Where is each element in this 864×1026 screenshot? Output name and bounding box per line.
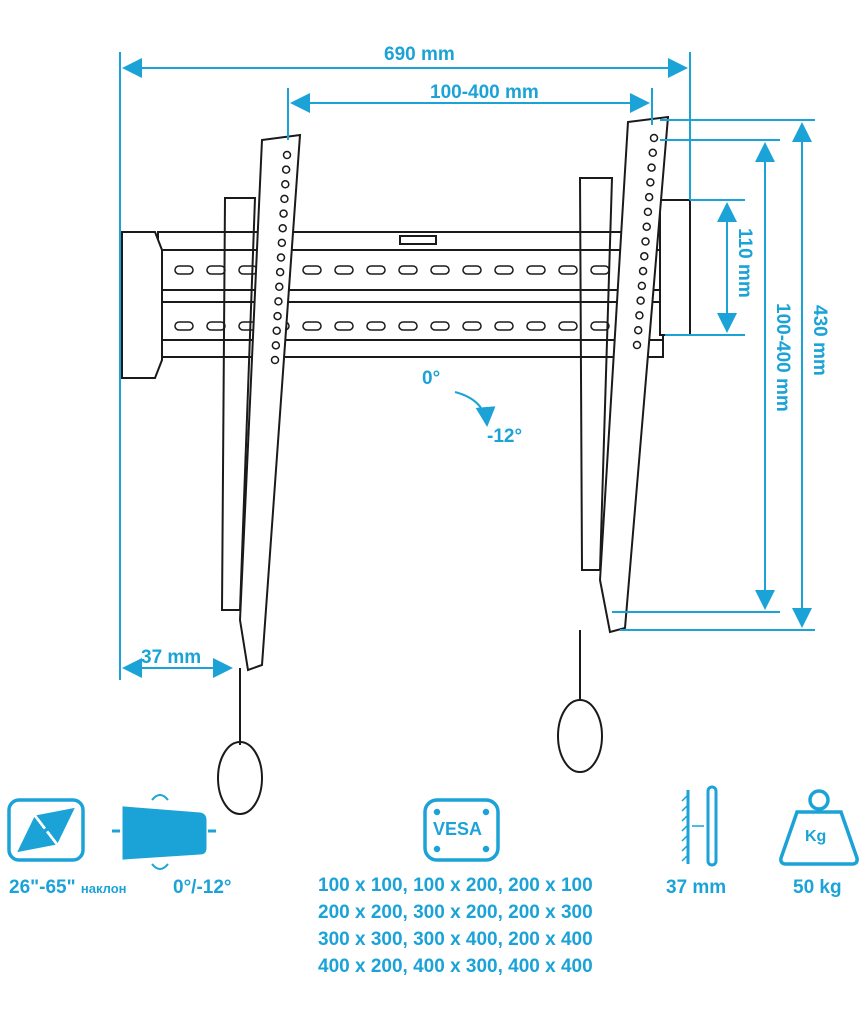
arm-hole xyxy=(638,266,648,276)
mounting-slot xyxy=(558,265,578,275)
vesa-icon-label: VESA xyxy=(433,819,483,839)
wall-distance-label: 37 mm xyxy=(141,647,202,668)
arm-hole xyxy=(643,207,653,217)
tilt-icon xyxy=(112,794,216,870)
mounting-slot xyxy=(366,321,386,331)
arm-hole xyxy=(637,281,647,291)
mounting-slot xyxy=(430,265,450,275)
arm-hole xyxy=(649,133,659,143)
arm-hole xyxy=(271,341,281,350)
arm-hole xyxy=(640,252,649,261)
weight-icon xyxy=(779,789,859,866)
tilt-end-label: -12° xyxy=(487,426,523,447)
arm-hole xyxy=(275,267,285,277)
mounting-slot xyxy=(398,321,418,331)
mounting-slot xyxy=(590,265,610,275)
mounting-slot xyxy=(430,321,450,331)
arm-hole xyxy=(635,311,644,320)
mounting-slot xyxy=(206,321,226,331)
mounting-slot xyxy=(462,321,482,331)
total-width-label: 690 mm xyxy=(384,44,455,65)
tilt-start-label: 0° xyxy=(422,368,441,389)
mounting-slot xyxy=(366,265,386,275)
screen-size-icon xyxy=(7,798,85,862)
weight-icon-label: Kg xyxy=(805,828,827,845)
mounting-slot xyxy=(206,265,226,275)
vesa-icon xyxy=(423,798,500,862)
wall-plate-slots xyxy=(174,265,642,331)
vesa-horizontal-label: 100-400 mm xyxy=(430,82,539,103)
arm-hole xyxy=(282,150,292,160)
arm-hole xyxy=(273,311,282,321)
arm-hole xyxy=(281,180,290,189)
mounting-slot xyxy=(174,321,194,331)
mounting-slot xyxy=(334,265,354,275)
vesa-pattern-line: 100 x 100, 100 x 200, 200 x 100 xyxy=(318,875,593,896)
left-arm xyxy=(217,133,302,815)
mounting-slot xyxy=(238,265,258,275)
depth-icon xyxy=(681,785,718,867)
arm-hole xyxy=(633,325,643,335)
right-arm xyxy=(557,115,670,773)
mounting-slot xyxy=(494,321,514,331)
mounting-slot xyxy=(462,265,482,275)
max-load-label: 50 kg xyxy=(793,877,842,898)
vesa-pattern-line: 200 x 200, 300 x 200, 200 x 300 xyxy=(318,902,593,923)
screen-size-label: 26"-65" наклон xyxy=(9,877,127,898)
arm-hole xyxy=(641,237,650,246)
vesa-vertical-label: 100-400 mm xyxy=(772,303,793,412)
arm-hole xyxy=(278,223,287,233)
arm-hole xyxy=(275,282,284,292)
mounting-slot xyxy=(398,265,418,275)
wall-plate xyxy=(121,199,691,379)
arm-hole xyxy=(647,163,656,172)
mounting-slot xyxy=(526,265,546,275)
arm-hole xyxy=(644,192,654,202)
arm-hole xyxy=(276,253,286,262)
mounting-slot xyxy=(302,265,322,275)
arm-hole xyxy=(274,297,283,306)
arm-hole xyxy=(646,178,655,187)
arm-hole xyxy=(270,355,280,365)
arm-hole xyxy=(272,326,281,335)
arm-hole xyxy=(281,165,291,174)
mounting-slot xyxy=(334,321,354,331)
arm-hole xyxy=(632,340,642,350)
total-height-label: 430 mm xyxy=(809,305,830,376)
arm-hole xyxy=(648,148,658,158)
mounting-slot xyxy=(558,321,578,331)
arm-hole xyxy=(279,209,288,218)
mounting-slot xyxy=(590,321,610,331)
arm-hole xyxy=(642,222,651,231)
vertical-offset-label: 110 mm xyxy=(734,228,755,298)
mounting-slot xyxy=(302,321,322,331)
mounting-slot xyxy=(174,265,194,275)
depth-label: 37 mm xyxy=(666,877,727,898)
mounting-slot xyxy=(526,321,546,331)
arm-hole xyxy=(277,238,287,248)
mounting-slot xyxy=(494,265,514,275)
vesa-pattern-line: 400 x 200, 400 x 300, 400 x 400 xyxy=(318,956,593,977)
vesa-pattern-line: 300 x 300, 300 x 400, 200 x 400 xyxy=(318,929,593,950)
arm-hole xyxy=(280,194,289,204)
arm-hole xyxy=(636,296,645,305)
tilt-range-label: 0°/-12° xyxy=(173,877,232,898)
dimension-lines xyxy=(119,52,815,680)
